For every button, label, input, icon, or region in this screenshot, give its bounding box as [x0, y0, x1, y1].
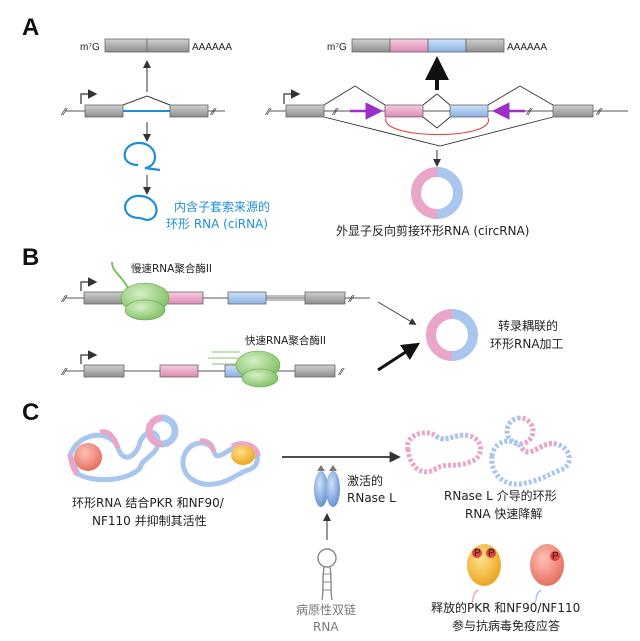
fast-pol-label: 快速RNA聚合酶II	[245, 334, 326, 347]
slow-pol-label: 慢速RNA聚合酶II	[131, 262, 212, 275]
released-label-line1: 释放的PKR 和NF90/NF110	[431, 600, 580, 615]
released-proteins: P P P	[467, 544, 564, 605]
cap-label: m⁷G	[80, 42, 100, 53]
slow-polymerase	[111, 261, 170, 321]
svg-text:⁄⁄: ⁄⁄	[209, 107, 217, 118]
bound-label-line1: 环形RNA 结合PKR 和NF90/	[72, 495, 225, 510]
fast-pol-transcript: ⁄⁄ ⁄⁄	[60, 350, 345, 378]
circrna-ring-a	[411, 167, 463, 219]
dsrna-hairpin	[317, 548, 337, 601]
fast-polymerase	[208, 350, 281, 388]
svg-text:⁄⁄: ⁄⁄	[337, 367, 345, 378]
released-label-line2: 参与抗病毒免疫应答	[452, 618, 560, 633]
panel-label-a: A	[22, 14, 39, 41]
mature-mrna-right: m⁷G AAAAAA	[327, 38, 547, 53]
svg-text:P: P	[552, 551, 559, 562]
bound-label-line2: NF110 并抑制其活性	[92, 513, 207, 528]
fast-arrow	[377, 342, 421, 372]
cirna-label-line2: 环形 RNA (ciRNA)	[166, 217, 268, 231]
ciRNA-lariat-2	[124, 194, 158, 222]
circrna-protein-complexes	[67, 414, 261, 487]
circrna-ring-b	[426, 309, 478, 361]
svg-text:⁄⁄: ⁄⁄	[60, 294, 68, 305]
dsrna-label-line2: RNA	[313, 620, 339, 634]
rnase-label-line1: 激活的	[347, 473, 383, 488]
svg-text:⁄⁄: ⁄⁄	[595, 107, 603, 118]
pre-mrna-right: ⁄⁄ ⁄⁄ ⁄⁄ ⁄⁄	[264, 85, 628, 147]
degraded-circrnas	[405, 415, 572, 487]
svg-text:P: P	[488, 548, 495, 559]
coupled-label-line1: 转录耦联的	[498, 318, 558, 333]
rnase-label-line2: RNase L	[347, 491, 396, 505]
dsrna-label-line1: 病原性双链	[296, 602, 356, 617]
cirna-label-line1: 内含子套索来源的	[174, 199, 270, 214]
coupled-label-line2: 环形RNA加工	[490, 337, 564, 351]
rnase-l-dimer	[314, 465, 340, 507]
svg-text:⁄⁄: ⁄⁄	[60, 367, 68, 378]
svg-text:⁄⁄: ⁄⁄	[331, 107, 339, 118]
svg-text:⁄⁄: ⁄⁄	[60, 107, 68, 118]
pre-mrna-left: ⁄⁄ ⁄⁄	[60, 89, 225, 118]
polya-label: AAAAAA	[192, 42, 232, 53]
svg-text:⁄⁄: ⁄⁄	[347, 294, 355, 305]
circrna-label: 外显子反向剪接环形RNA (circRNA)	[336, 223, 529, 238]
svg-text:⁄⁄: ⁄⁄	[264, 107, 272, 118]
slow-arrow	[377, 301, 417, 325]
mature-mrna-left: m⁷G AAAAAA	[80, 38, 232, 53]
slow-pol-transcript: ⁄⁄ ⁄⁄	[60, 277, 370, 305]
svg-text:P: P	[474, 548, 481, 559]
svg-text:m⁷G: m⁷G	[327, 42, 347, 53]
degrade-label-line1: RNase L 介导的环形	[444, 488, 557, 503]
degrade-label-line2: RNA 快速降解	[465, 507, 542, 521]
ciRNA-lariat-1	[123, 141, 161, 172]
panel-label-c: C	[22, 399, 39, 426]
svg-text:AAAAAA: AAAAAA	[507, 42, 547, 53]
svg-text:⁄⁄: ⁄⁄	[525, 107, 533, 118]
panel-label-b: B	[22, 244, 39, 271]
